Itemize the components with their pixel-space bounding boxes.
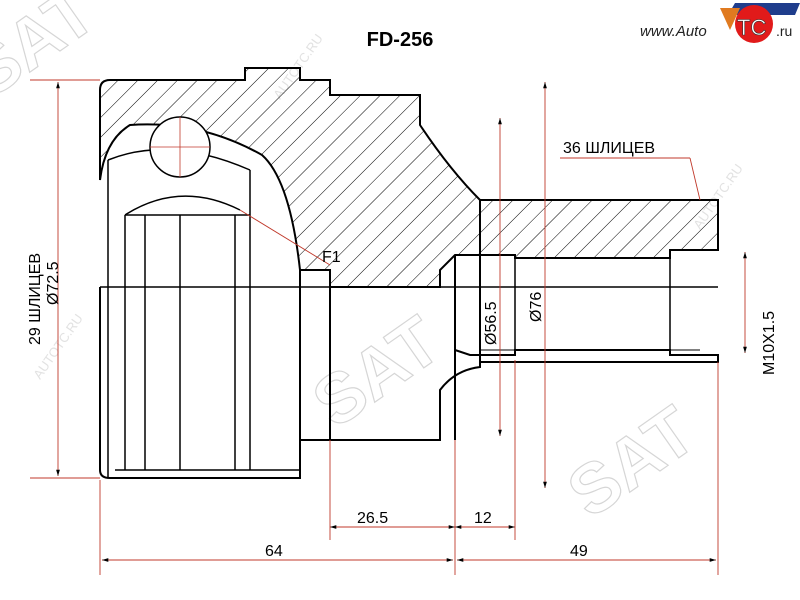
logo-suffix: .ru (776, 23, 792, 39)
d76-label: Ø76 (528, 292, 545, 322)
right-splines-label: 36 ШЛИЦЕВ (563, 140, 655, 157)
logo-prefix: www.Auto (640, 23, 707, 40)
autotc-logo[interactable]: www.Auto TC .ru (640, 3, 800, 43)
dim-49-label: 49 (570, 543, 588, 560)
left-diameter-label: Ø72.5 (45, 261, 62, 305)
dim-64-label: 64 (265, 543, 283, 560)
watermark-sat: SAT (554, 391, 709, 532)
thread-label: M10X1.5 (761, 311, 778, 375)
left-splines-label: 29 ШЛИЦЕВ (27, 253, 44, 345)
joint-body (99, 67, 719, 479)
watermark-sat: SAT (0, 0, 109, 112)
watermark-sat: SAT (299, 301, 454, 442)
dim-12-label: 12 (474, 510, 492, 527)
dim-26-5-label: 26.5 (357, 510, 388, 527)
d56-label: Ø56.5 (483, 301, 500, 345)
part-number-title: FD-256 (367, 29, 434, 51)
dimensions (30, 79, 747, 575)
logo-mark: TC (737, 15, 766, 40)
f1-label: F1 (322, 249, 341, 266)
